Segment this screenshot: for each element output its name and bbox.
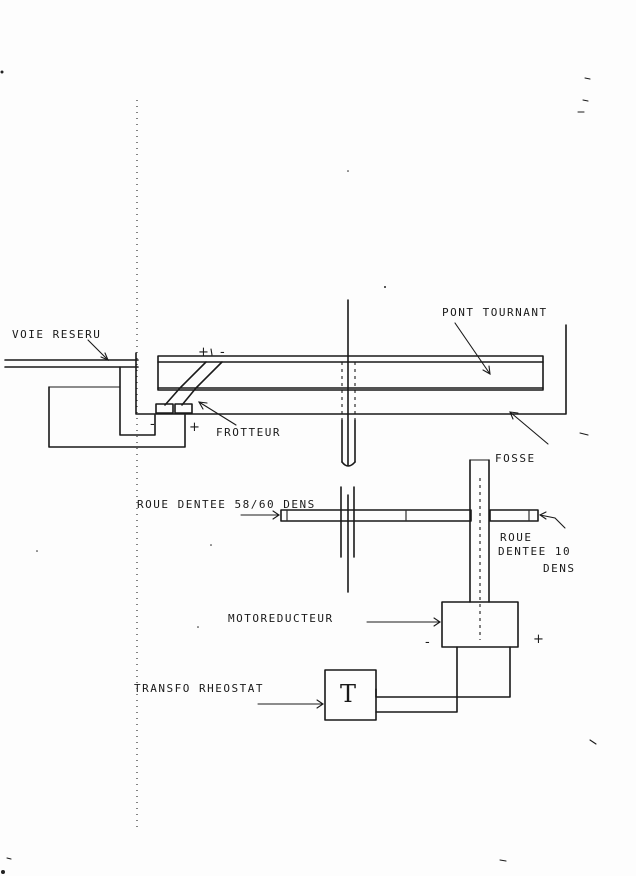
label-frotteur: FROTTEUR <box>216 426 281 439</box>
label-roue-dentee-10-line3: DENS <box>543 562 576 575</box>
motor-wire-right <box>375 646 511 698</box>
label-voie-reseau: VOIE RESERU <box>12 328 101 341</box>
motor-minus: - <box>425 635 430 650</box>
label-roue-dentee-58: ROUE DENTEE 58/60 DENS <box>137 498 316 511</box>
label-pont-tournant: PONT TOURNANT <box>442 306 548 319</box>
frotteur-minus: - <box>150 417 155 432</box>
frotteur-plus: + <box>189 420 200 435</box>
label-fosse: FOSSE <box>495 452 536 465</box>
motor-plus: + <box>533 632 544 647</box>
network-track <box>4 359 139 368</box>
frotteur-shoe-left <box>155 403 174 414</box>
frotteur-wire-plus <box>164 361 207 406</box>
gear-58-60 <box>280 509 472 522</box>
transfo-symbol: T <box>340 680 356 708</box>
frotteur-shoe-right <box>174 403 193 414</box>
rail-plus-mark: + <box>198 345 209 360</box>
track-wire <box>119 366 156 436</box>
gear-10 <box>489 509 539 522</box>
pivot-shaft <box>340 299 356 593</box>
rail-minus-mark: - <box>220 345 225 360</box>
frotteur-wire-minus <box>181 361 223 406</box>
motor-wire-left <box>375 646 458 713</box>
label-transfo-rheostat: TRANSFO RHEOSTAT <box>134 682 264 695</box>
return-wire <box>48 386 186 448</box>
motor-shaft <box>469 459 490 640</box>
label-roue-dentee-10-line1: ROUE <box>500 531 533 544</box>
leader-arrows <box>87 322 566 709</box>
turntable-bridge <box>157 355 544 391</box>
pit-outline <box>135 324 567 415</box>
motor-box <box>441 601 519 648</box>
scan-specks <box>0 70 597 874</box>
label-motoreducteur: MOTOREDUCTEUR <box>228 612 334 625</box>
label-roue-dentee-10-line2: DENTEE 10 <box>498 545 571 558</box>
transfo-box <box>324 669 377 721</box>
